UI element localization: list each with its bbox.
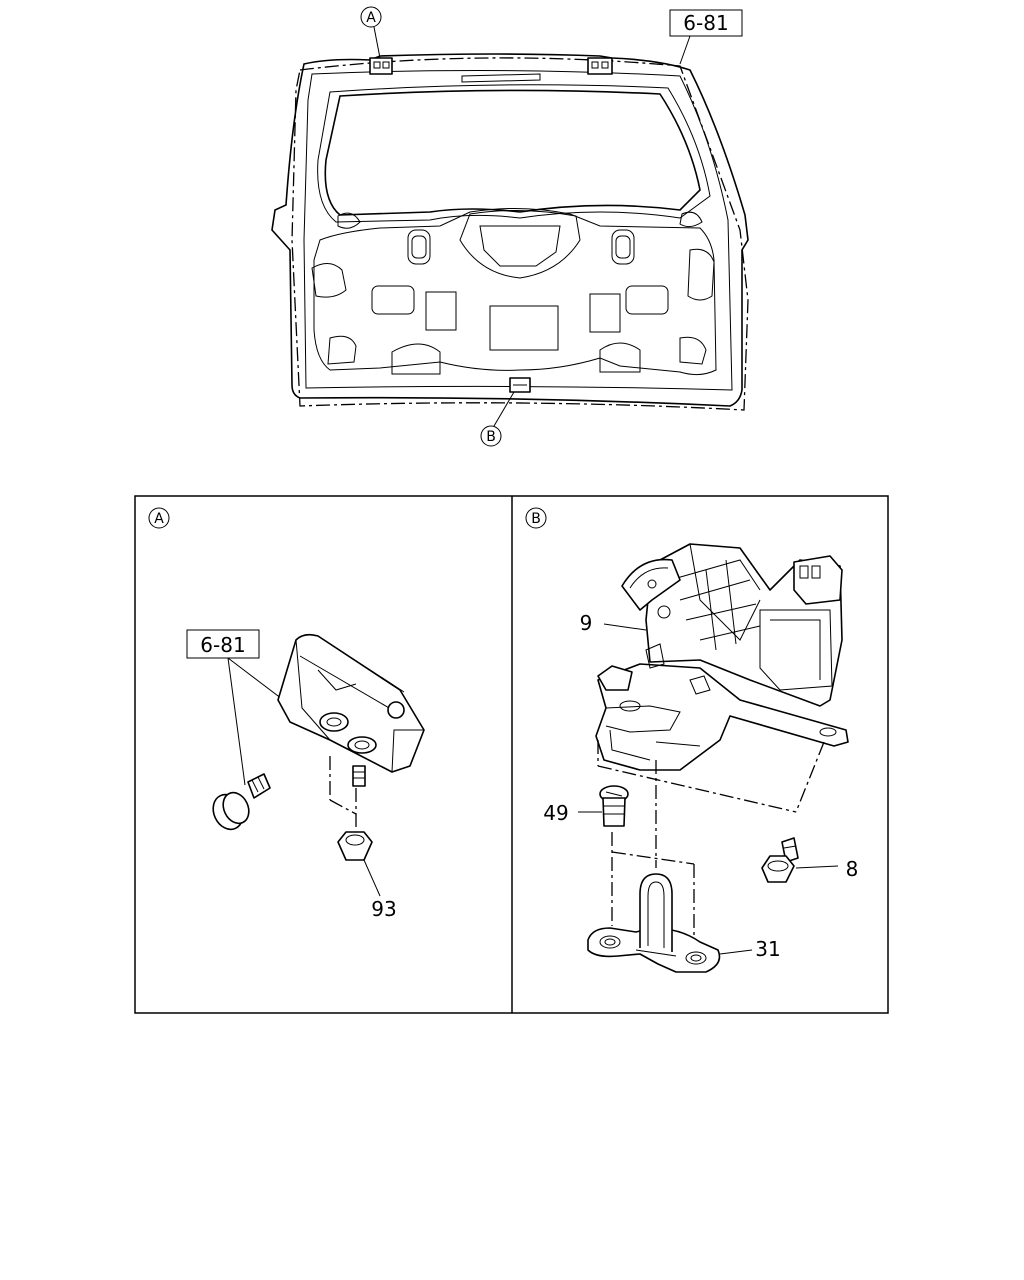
callout-a-label: A bbox=[366, 10, 376, 26]
part-49-label: 49 bbox=[543, 801, 568, 825]
part-9-label: 9 bbox=[580, 611, 593, 635]
part-8-label: 8 bbox=[846, 857, 859, 881]
callout-b-label: B bbox=[486, 429, 496, 445]
panel-a-ref-label: 6-81 bbox=[200, 633, 245, 657]
hinge-bolt bbox=[212, 773, 271, 831]
part-31-label: 31 bbox=[755, 937, 780, 961]
panel-a-ref-box bbox=[186, 629, 260, 659]
screw-49 bbox=[599, 785, 629, 827]
latch-assembly-9 bbox=[595, 543, 849, 771]
bolt-8 bbox=[761, 837, 799, 883]
part-93-label: 93 bbox=[371, 897, 396, 921]
callout-b-circle bbox=[480, 425, 502, 447]
stud bbox=[352, 765, 366, 787]
striker-31 bbox=[587, 873, 721, 973]
ref-box-6-81 bbox=[669, 9, 743, 37]
latch-location bbox=[509, 377, 531, 393]
hinge-bracket bbox=[277, 633, 425, 773]
hinge-left bbox=[369, 57, 393, 75]
hinge-right bbox=[587, 57, 613, 75]
callout-a-circle bbox=[360, 6, 382, 28]
panel-a: A 6-81 bbox=[148, 507, 425, 921]
flange-nut-93 bbox=[337, 831, 373, 861]
ref-box-6-81-label: 6-81 bbox=[683, 11, 728, 35]
panel-b: B bbox=[525, 507, 859, 973]
panel-b-letter: B bbox=[531, 511, 541, 527]
panel-a-letter: A bbox=[154, 511, 164, 527]
tailgate-overview: A B 6-81 bbox=[271, 6, 749, 447]
